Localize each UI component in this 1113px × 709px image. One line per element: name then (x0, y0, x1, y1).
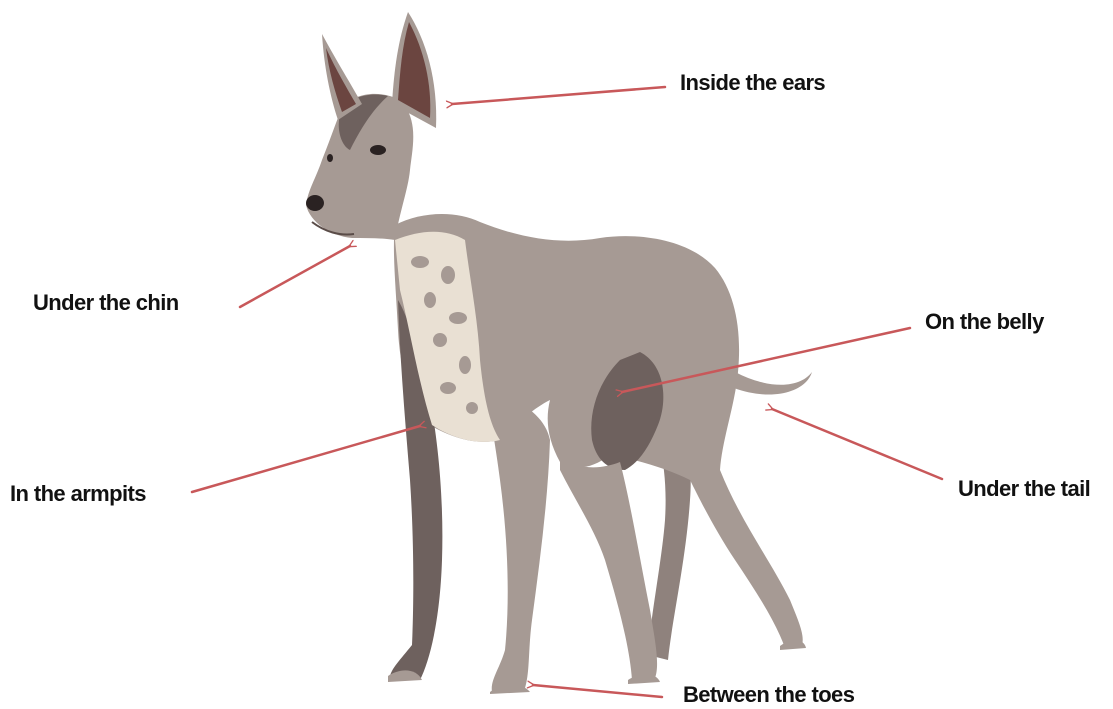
arrow-ears (452, 87, 665, 104)
dog-near-hind-leg (560, 455, 657, 680)
dog-far-eye (327, 154, 333, 162)
label-under-the-chin: Under the chin (33, 290, 179, 315)
label-in-the-armpits: In the armpits (10, 481, 146, 506)
dog-nose (306, 195, 324, 211)
label-on-the-belly: On the belly (925, 309, 1045, 334)
dog-tail (734, 372, 812, 395)
dog-illustration (306, 12, 812, 694)
label-under-the-tail: Under the tail (958, 476, 1090, 501)
label-inside-the-ears: Inside the ears (680, 70, 825, 95)
dog-near-front-leg (490, 390, 550, 692)
arrow-chin (240, 246, 350, 307)
dog-eye (370, 145, 386, 155)
arrow-tail (772, 409, 942, 479)
arrow-toes (533, 685, 662, 697)
arrow-armpits (192, 426, 420, 492)
label-between-the-toes: Between the toes (683, 682, 855, 707)
